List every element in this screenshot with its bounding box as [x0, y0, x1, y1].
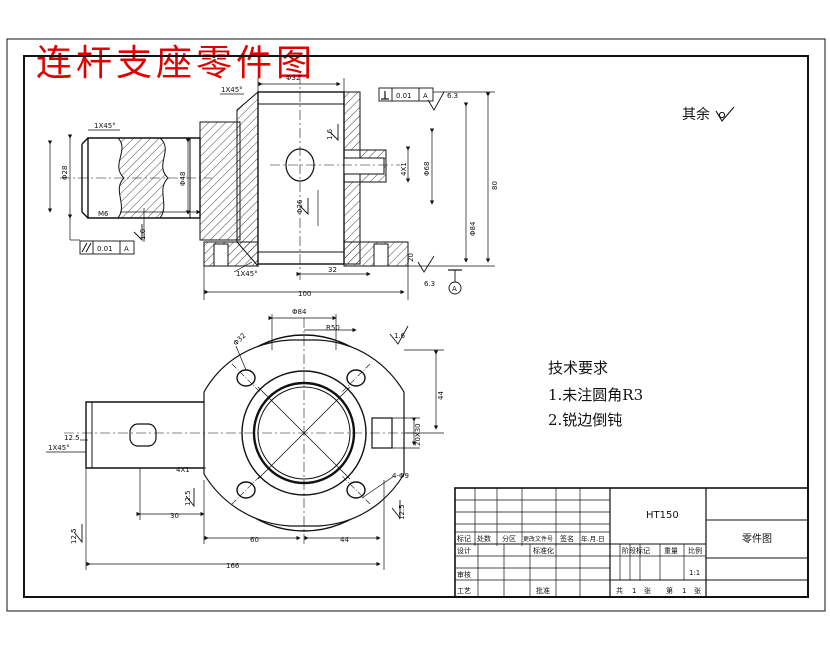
rough-a-text: 6.3 — [447, 92, 458, 100]
roughness-symbols-top — [73, 325, 409, 544]
tb-mark: 标记 — [457, 534, 471, 543]
front-section-view — [60, 74, 409, 280]
material: HT150 — [646, 510, 679, 521]
par-tolerance-value: 0.01 — [97, 245, 113, 253]
dim-v1: Φ28 — [61, 166, 69, 180]
dim-60: 60 — [250, 536, 259, 544]
rough-c-text: 1.6 — [139, 228, 147, 240]
dim-chamfer-3: 1X45° — [236, 270, 258, 278]
tb-count: 处数 — [477, 534, 491, 543]
surface-note-text: 其余 — [682, 107, 710, 123]
tb-signature: 签名 — [560, 534, 574, 543]
dim-20: 20 — [407, 253, 415, 262]
dim-32: 32 — [328, 266, 337, 274]
dim-r50: R50 — [326, 324, 340, 332]
dim-m6: M6 — [98, 210, 109, 218]
tb-standard: 标准化 — [533, 546, 554, 555]
dim-v7: Φ84 — [469, 221, 477, 236]
roughness-symbol-icon — [715, 106, 735, 122]
tb-scale: 1:1 — [689, 569, 700, 577]
tech-requirement-2: 2.锐边倒钝 — [548, 411, 623, 429]
rough-e-text: 12.5 — [184, 490, 192, 506]
tb-sheet-no: 1 — [682, 587, 686, 595]
drawing-name: 零件图 — [742, 533, 772, 545]
tb-design: 设计 — [457, 546, 471, 555]
inner-frame — [23, 55, 809, 598]
dim-12-5: 12.5 — [64, 434, 80, 442]
tb-approve: 批准 — [536, 586, 550, 595]
tb-weight: 重量 — [664, 547, 678, 555]
outer-border — [6, 38, 826, 612]
dim-v5: Φ68 — [423, 162, 431, 176]
top-view-dimensions — [46, 314, 444, 570]
drawing-title: 连杆支座零件图 — [36, 43, 317, 84]
tb-review: 审核 — [457, 570, 471, 579]
rough-h-text: 12.5 — [398, 504, 406, 520]
datum-label: A — [452, 285, 457, 293]
title-block — [454, 487, 809, 598]
par-datum: A — [124, 245, 129, 253]
dim-bore-top: Φ32 — [286, 74, 300, 82]
dim-20x30: 20X30 — [414, 423, 422, 446]
parallelism-frame: 0.01 A — [79, 240, 135, 255]
perp-datum: A — [423, 92, 428, 100]
datum-a-symbol: A — [448, 269, 462, 295]
dim-100: 100 — [298, 290, 311, 298]
dim-r-bolt: Φ32 — [232, 332, 248, 348]
dim-44-vert: 44 — [437, 391, 445, 400]
front-view-dimensions — [47, 78, 495, 300]
dim-80: 80 — [491, 181, 499, 190]
tb-sheets-unit: 张 — [644, 586, 651, 595]
dim-4-holes: 4-Φ9 — [392, 472, 409, 480]
dim-chamfer-4: 1X45° — [48, 444, 70, 452]
dim-v12: 4X1 — [400, 162, 408, 176]
dim-30: 30 — [170, 512, 179, 520]
dim-4x1: 4X1 — [176, 466, 190, 474]
top-view — [64, 318, 416, 546]
dim-v3: Φ26 — [296, 199, 304, 214]
tb-date: 年.月.日 — [581, 534, 605, 543]
rough-f-text: 12.5 — [70, 528, 78, 544]
dim-v6: Φ48 — [179, 172, 187, 186]
rough-b-text: 1.6 — [326, 128, 334, 140]
dim-chamfer-1: 1X45° — [221, 86, 243, 94]
roughness-symbols-front — [133, 91, 445, 273]
tb-process: 工艺 — [457, 587, 471, 595]
dim-chamfer-2: 1X45° — [94, 122, 116, 130]
tb-zone: 分区 — [502, 534, 516, 543]
rough-top-text: 1.6 — [394, 332, 406, 340]
tb-sheet-no-unit: 张 — [694, 586, 701, 595]
title-block-texts: HT150 零件图 标记 处数 分区 更改文件号 签名 年.月.日 设计 标准化… — [457, 510, 772, 595]
tb-scale-label: 比例 — [688, 546, 702, 555]
dim-166: 166 — [226, 562, 240, 570]
perp-tolerance-value: 0.01 — [396, 92, 412, 100]
dim-v11-top: Φ84 — [292, 308, 307, 316]
tech-requirement-1: 1.未注圆角R3 — [548, 386, 644, 404]
tech-requirements-heading: 技术要求 — [548, 359, 609, 377]
surface-roughness-note: 其余 — [682, 104, 736, 124]
tb-sheet-no-prefix: 第 — [666, 586, 673, 595]
tb-stage-mark: 阶段标记 — [622, 546, 650, 555]
tb-sheets-total-prefix: 共 — [616, 586, 623, 595]
perpendicularity-frame: 0.01 A — [378, 87, 434, 102]
front-view-dimension-texts: Φ32 1X45° 1X45° 1X45° 100 32 6.3 6.3 M6 … — [61, 74, 499, 298]
dim-44: 44 — [340, 536, 349, 544]
tb-change-doc: 更改文件号 — [523, 535, 553, 543]
rough-g-text: 6.3 — [424, 280, 435, 288]
tb-sheets-total: 1 — [632, 587, 636, 595]
